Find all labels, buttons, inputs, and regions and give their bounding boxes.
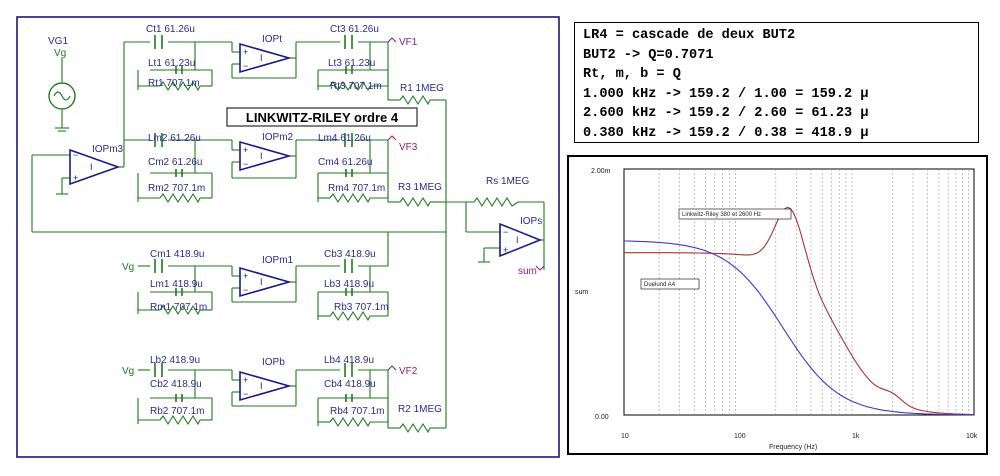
summer-opamp: IOPs: [520, 216, 542, 227]
stage1-in-cap: Ct1 61.26u: [146, 24, 195, 35]
frequency-plot: 2.00m 0.00 sum 10 100 1k 10k Frequency (…: [575, 168, 978, 451]
svg-text:sum: sum: [575, 289, 588, 296]
stage4-in-label: Vg: [122, 366, 134, 377]
stage3-in-label: Vg: [122, 262, 134, 273]
svg-text:I: I: [260, 381, 263, 391]
svg-text:I: I: [260, 277, 263, 287]
summer-out-node: sum: [518, 266, 537, 277]
svg-text:100: 100: [734, 433, 746, 440]
legend-red-box: [678, 208, 792, 220]
capacitors: [154, 35, 353, 402]
sine-icon: [53, 91, 71, 101]
curve-red: [624, 206, 974, 416]
legend-blue: Duelund A4: [644, 282, 676, 288]
stage4-out-cap: Lb4 418.9u: [324, 355, 374, 366]
svg-text:+: +: [243, 47, 248, 57]
stage4-out-res: Rb4 707.1m: [330, 406, 384, 417]
summer-res: Rs 1MEG: [486, 176, 530, 187]
note-line: BUT2 -> Q=0.7071: [583, 47, 714, 63]
legend-blue-box: [640, 278, 700, 290]
svg-text:+: +: [243, 375, 248, 385]
wires: [31, 41, 545, 429]
stage1-in-ind: Lt1 61.23u: [148, 58, 195, 69]
stage4-in-ind: Cb2 418.9u: [150, 379, 202, 390]
stage2-out-res: Rm4 707.1m: [328, 183, 385, 194]
note-line: Rt, m, b = Q: [583, 67, 681, 83]
note-line: LR4 = cascade de deux BUT2: [583, 28, 796, 43]
stage2-out-cap: Lm4 61.26u: [318, 133, 371, 144]
source-name: VG1: [48, 36, 68, 47]
stage3-in-ind: Lm1 418.9u: [150, 279, 203, 290]
stage2-out-node: VF3: [399, 142, 418, 153]
notes-box: LR4 = cascade de deux BUT2 BUT2 -> Q=0.7…: [574, 22, 979, 143]
curve-blue: [624, 240, 974, 416]
stage3-out-cap: Cb3 418.9u: [324, 249, 376, 260]
stage4-sum-res: R2 1MEG: [398, 404, 442, 415]
title-box: [226, 107, 418, 127]
axis-labels: 2.00m 0.00 sum 10 100 1k 10k Frequency (…: [575, 168, 978, 451]
plot-area: [623, 168, 975, 416]
stage2-sum-res: R3 1MEG: [398, 182, 442, 193]
stage2-out-ind: Cm4 61.26u: [318, 157, 372, 168]
stage4-out-node: VF2: [399, 366, 418, 377]
stage2-in-ind: Cm2 61.26u: [148, 157, 202, 168]
opamp-input-buffer: IOPm3: [92, 144, 124, 155]
svg-text:Frequency (Hz): Frequency (Hz): [769, 444, 817, 451]
stage1-sum-res: R1 1MEG: [400, 83, 444, 94]
stage2-in-cap: Lm2 61.26u: [148, 133, 201, 144]
note-line: 2.600 kHz -> 159.2 / 2.60 = 61.23 µ: [583, 106, 869, 122]
stage1-in-res: Rt1 707.1m: [148, 78, 200, 89]
stage1-out-node: VF1: [399, 37, 418, 48]
svg-text:−: −: [243, 61, 248, 71]
svg-text:−: −: [243, 285, 248, 295]
svg-text:0.00: 0.00: [595, 414, 609, 421]
svg-text:+: +: [503, 245, 508, 255]
stage3-out-res: Rb3 707.1m: [334, 302, 388, 313]
node-flags: [387, 37, 545, 371]
svg-text:I: I: [516, 235, 519, 245]
legend-red: Linkwitz-Riley 380 et 2600 Hz: [682, 212, 761, 218]
svg-text:−: −: [243, 389, 248, 399]
title: LINKWITZ-RILEY ordre 4: [246, 110, 399, 125]
stage1-out-cap: Ct3 61.26u: [330, 24, 379, 35]
source-label: Vg: [54, 48, 66, 59]
svg-text:+: +: [73, 173, 78, 183]
svg-text:10: 10: [621, 433, 629, 440]
resistors: [159, 80, 519, 434]
stage3-opamp: IOPm1: [262, 255, 294, 266]
stage4-opamp: IOPb: [262, 357, 285, 368]
stage4-out-ind: Cb4 418.9u: [324, 379, 376, 390]
svg-text:10k: 10k: [966, 433, 978, 440]
stage4-in-cap: Lb2 418.9u: [150, 355, 200, 366]
stage1-opamp: IOPt: [262, 34, 282, 45]
plot-frame: 2.00m 0.00 sum 10 100 1k 10k Frequency (…: [567, 155, 988, 455]
svg-text:+: +: [243, 145, 248, 155]
svg-text:1k: 1k: [852, 433, 860, 440]
stage3-in-cap: Cm1 418.9u: [150, 249, 204, 260]
opamps: [69, 42, 543, 402]
svg-text:+: +: [243, 271, 248, 281]
svg-text:2.00m: 2.00m: [591, 168, 611, 175]
schematic: LINKWITZ-RILEY ordre 4: [16, 16, 560, 458]
svg-text:−: −: [73, 150, 78, 160]
svg-text:I: I: [260, 53, 263, 63]
stage3-out-ind: Lb3 418.9u: [324, 279, 374, 290]
schematic-frame: [16, 16, 560, 458]
svg-text:−: −: [503, 227, 508, 237]
note-line: 0.380 kHz -> 159.2 / 0.38 = 418.9 µ: [583, 125, 869, 141]
note-line: 1.000 kHz -> 159.2 / 1.00 = 159.2 µ: [583, 86, 869, 102]
svg-text:I: I: [90, 162, 93, 172]
svg-text:−: −: [243, 159, 248, 169]
stage3-in-res: Rm1 707.1m: [150, 302, 207, 313]
stage1-out-ind: Lt3 61.23u: [328, 58, 375, 69]
stage4-in-res: Rb2 707.1m: [150, 406, 204, 417]
stage1-out-res: Rt3 707.1m: [330, 81, 382, 92]
ground-marks: [137, 82, 319, 426]
stage2-opamp: IOPm2: [262, 132, 294, 143]
opamp-pins: +−I +−I +−I +−I −+I −+I: [73, 47, 519, 399]
stage2-in-res: Rm2 707.1m: [148, 183, 205, 194]
svg-text:I: I: [260, 151, 263, 161]
